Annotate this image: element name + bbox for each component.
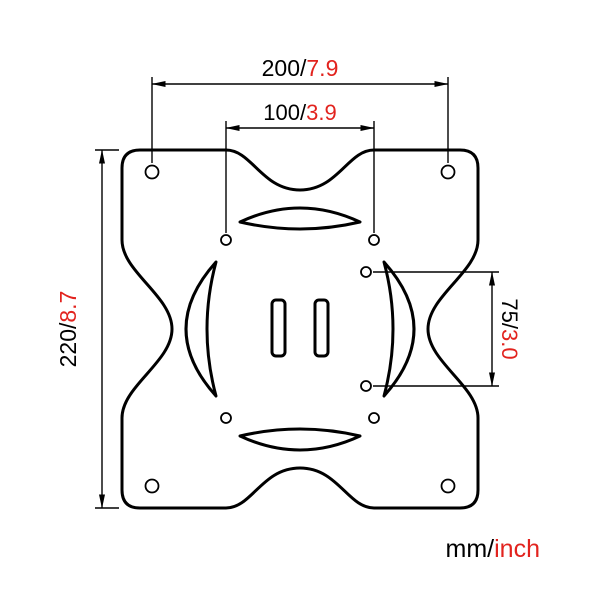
inch-value: 8.7: [55, 291, 81, 323]
mm-value: 75/: [497, 298, 522, 329]
dimension-inner-height: 75/3.0: [373, 271, 522, 387]
mounting-hole-bottom-left: [144, 478, 160, 494]
unit-legend: mm/inch: [446, 535, 540, 563]
dimension-outer-height: 220/8.7: [55, 149, 119, 509]
unit-mm: mm/: [446, 535, 495, 563]
mounting-hole-top-right: [440, 164, 456, 180]
inch-value: 7.9: [306, 55, 338, 81]
mounting-hole-bottom-right: [440, 478, 456, 494]
slot-right-crescent: [382, 260, 416, 398]
dimension-inner-width: 100/3.9: [225, 100, 375, 233]
mm-value: 220/: [55, 322, 81, 367]
mm-value: 200/: [262, 55, 307, 81]
vesa100-hole-bottom-right: [368, 412, 380, 424]
mounting-plate: [120, 148, 480, 510]
inch-value: 3.0: [497, 329, 522, 360]
dimension-outer-width: 200/7.9: [151, 55, 449, 163]
slot-top-crescent: [238, 206, 362, 231]
mounting-hole-top-left: [144, 164, 160, 180]
vesa100-hole-bottom-left: [220, 412, 232, 424]
plate-outline: [120, 148, 480, 510]
mm-value: 100/: [263, 100, 307, 125]
slot-center-right: [313, 298, 330, 358]
dimension-label-outer-height: 220/8.7: [55, 291, 81, 368]
slot-left-crescent: [184, 260, 218, 398]
dimension-label-inner-width: 100/3.9: [263, 100, 336, 125]
dimension-label-inner-height: 75/3.0: [497, 298, 522, 359]
dimension-label-outer-width: 200/7.9: [262, 55, 339, 81]
vesa75-hole-top: [360, 266, 372, 278]
vesa100-hole-top-right: [368, 234, 380, 246]
vesa100-hole-top-left: [220, 234, 232, 246]
inch-value: 3.9: [306, 100, 337, 125]
unit-inch: inch: [494, 535, 540, 563]
vesa75-hole-bottom: [360, 380, 372, 392]
slot-center-left: [270, 298, 287, 358]
slot-bottom-crescent: [238, 427, 362, 452]
